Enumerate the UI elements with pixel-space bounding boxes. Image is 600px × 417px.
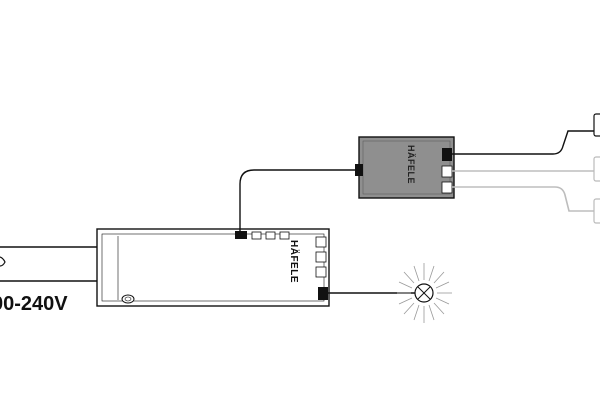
driver-brand-label: HÄFELE [288,240,301,283]
driver-to-module-cable [239,169,359,231]
output-socket-3 [265,231,276,240]
driver-unit: HÄFELE [96,228,330,307]
module-input-socket [355,164,363,176]
output-socket-2 [251,231,262,240]
sensor-end-1 [593,113,600,137]
switch-module: HÄFELE [355,136,455,199]
side-socket-1 [315,236,327,248]
output-socket-4 [279,231,290,240]
sensor-end-2 [593,156,600,182]
lamp-icon [397,263,452,323]
side-socket-4 [318,287,328,300]
output-socket-1 [235,231,247,239]
side-socket-2 [315,251,327,263]
module-output-socket-2 [441,165,453,178]
side-socket-3 [315,266,327,278]
voltage-label: 00-240V [0,293,68,315]
module-output-socket-3 [441,181,453,194]
module-to-sensor-cable-1 [452,130,596,155]
mounting-screw-icon [121,294,135,304]
module-brand-label: HÄFELE [406,145,416,184]
sensor-end-3 [593,198,600,224]
module-output-socket-1 [442,148,452,161]
module-to-sensor-cable-3 [452,186,596,212]
mains-cable [0,246,97,282]
